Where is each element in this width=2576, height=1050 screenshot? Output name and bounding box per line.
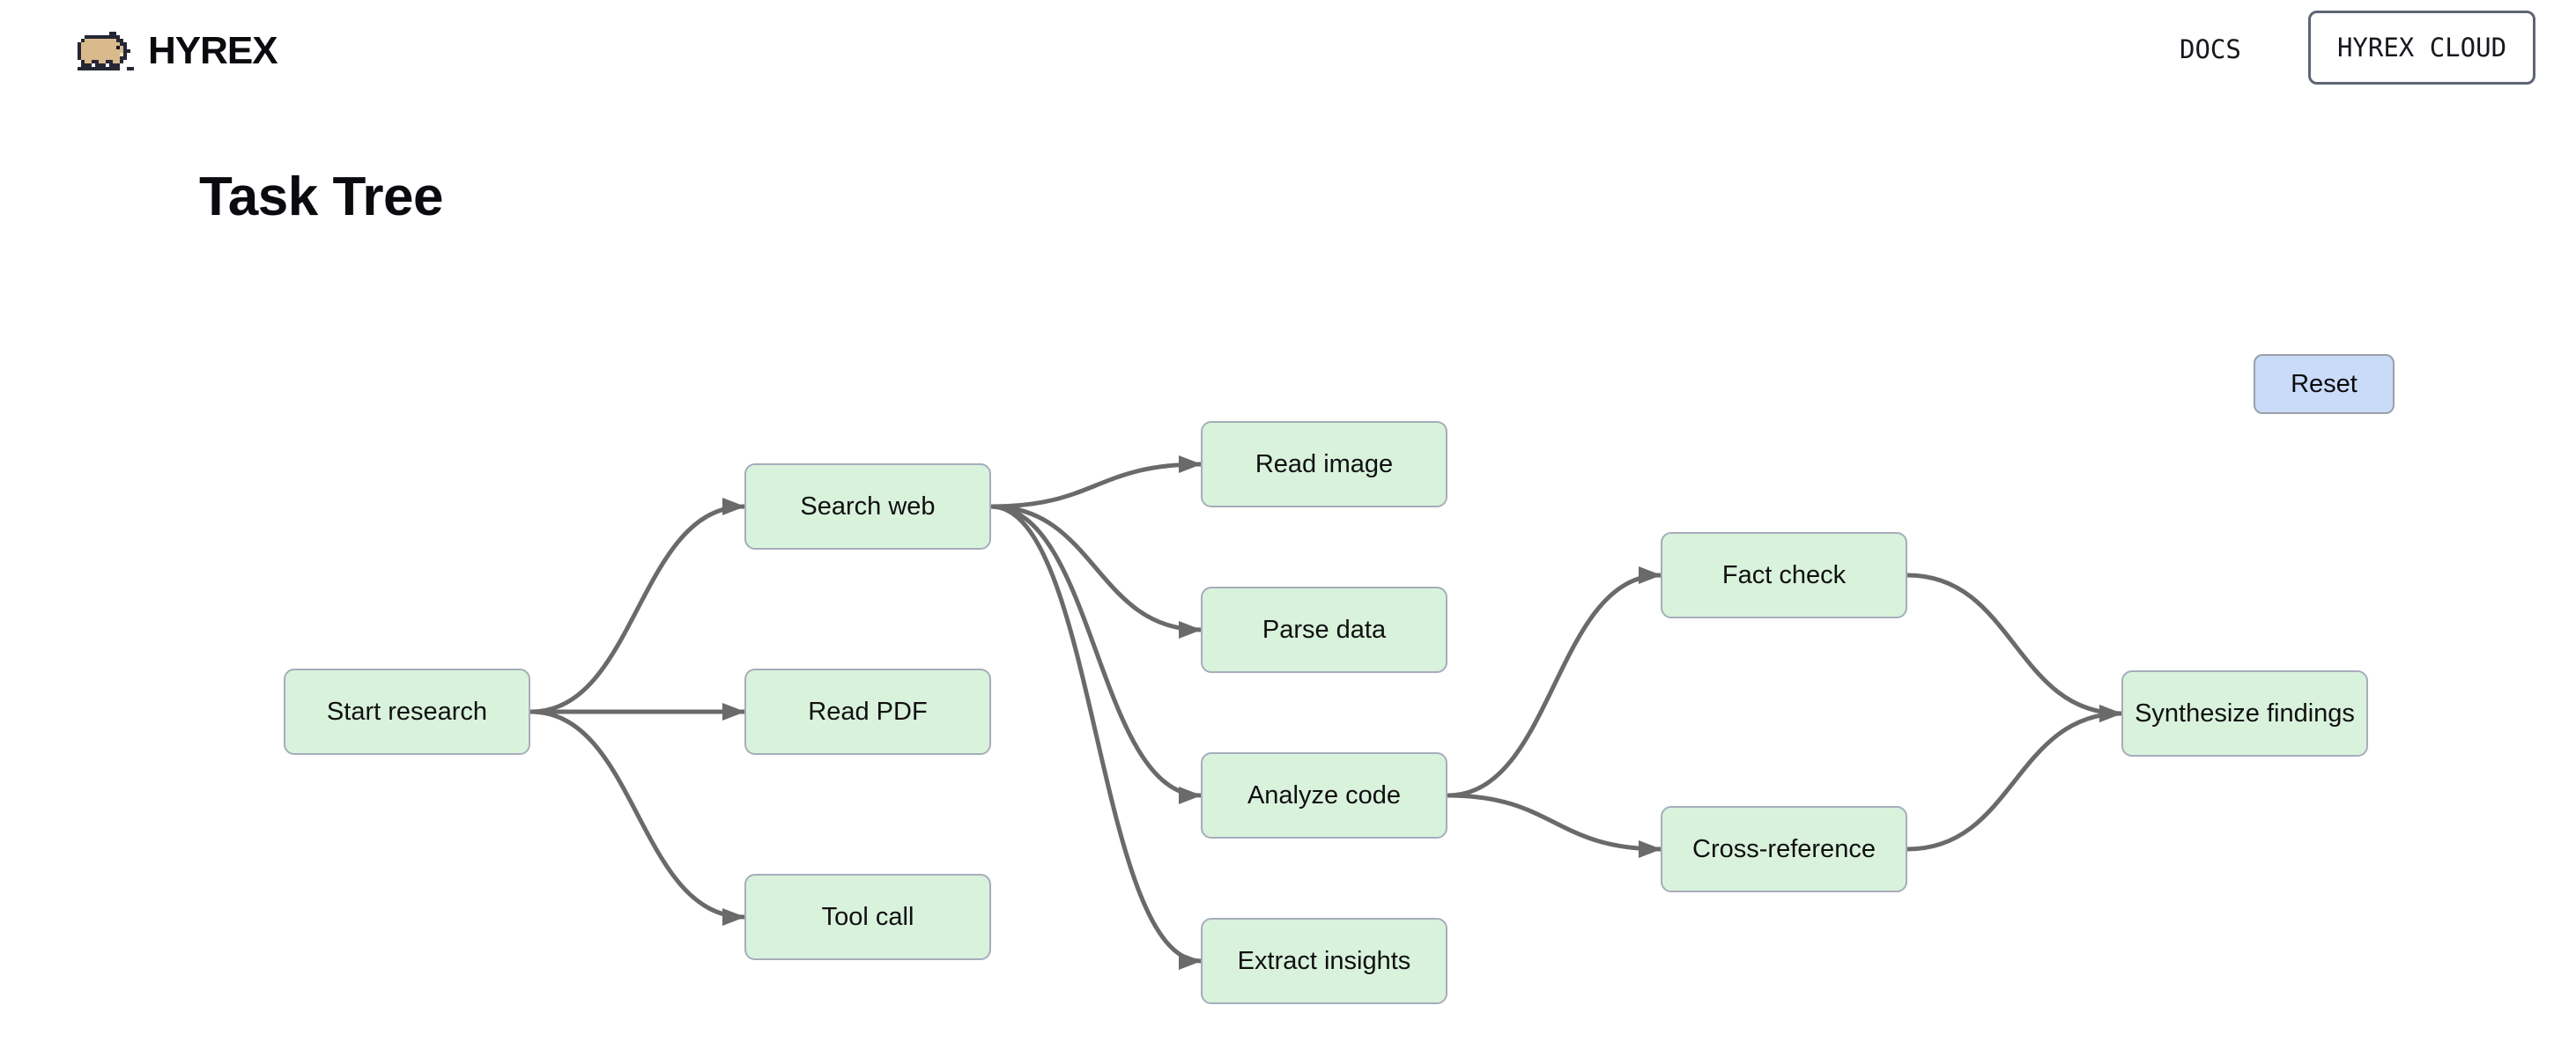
edge-analyze-code-to-fact-check — [1447, 566, 1662, 798]
hyrex-logo-icon — [78, 32, 134, 70]
node-parse-data[interactable]: Parse data — [1201, 587, 1447, 673]
node-start-research[interactable]: Start research — [284, 669, 530, 755]
hyrex-cloud-button-label: HYREX CLOUD — [2336, 33, 2507, 63]
docs-link[interactable]: DOCS — [2180, 34, 2241, 64]
edge-search-web-to-read-image — [990, 455, 1202, 509]
node-search-web[interactable]: Search web — [744, 463, 991, 550]
edge-search-web-to-parse-data — [990, 504, 1202, 639]
page-title: Task Tree — [199, 166, 443, 227]
node-extract-insights[interactable]: Extract insights — [1201, 918, 1447, 1004]
edge-start-research-to-tool-call — [529, 709, 745, 926]
brand[interactable]: HYREX — [74, 26, 278, 76]
edge-fact-check-to-synthesize-findings — [1906, 573, 2122, 722]
node-analyze-code[interactable]: Analyze code — [1201, 752, 1447, 839]
brand-name: HYREX — [148, 29, 278, 72]
node-tool-call[interactable]: Tool call — [744, 874, 991, 960]
node-cross-reference[interactable]: Cross-reference — [1661, 806, 1907, 892]
edge-analyze-code-to-cross-reference — [1447, 793, 1662, 858]
edge-start-research-to-search-web — [529, 498, 745, 714]
node-read-pdf[interactable]: Read PDF — [744, 669, 991, 755]
node-fact-check[interactable]: Fact check — [1661, 532, 1907, 618]
edge-cross-reference-to-synthesize-findings — [1906, 705, 2122, 852]
hyrex-cloud-button[interactable]: HYREX CLOUD — [2308, 11, 2535, 85]
node-synthesize-findings[interactable]: Synthesize findings — [2121, 670, 2368, 757]
edge-search-web-to-analyze-code — [990, 504, 1202, 804]
node-read-image[interactable]: Read image — [1201, 421, 1447, 507]
edge-search-web-to-extract-insights — [990, 504, 1202, 970]
reset-button[interactable]: Reset — [2254, 354, 2395, 414]
